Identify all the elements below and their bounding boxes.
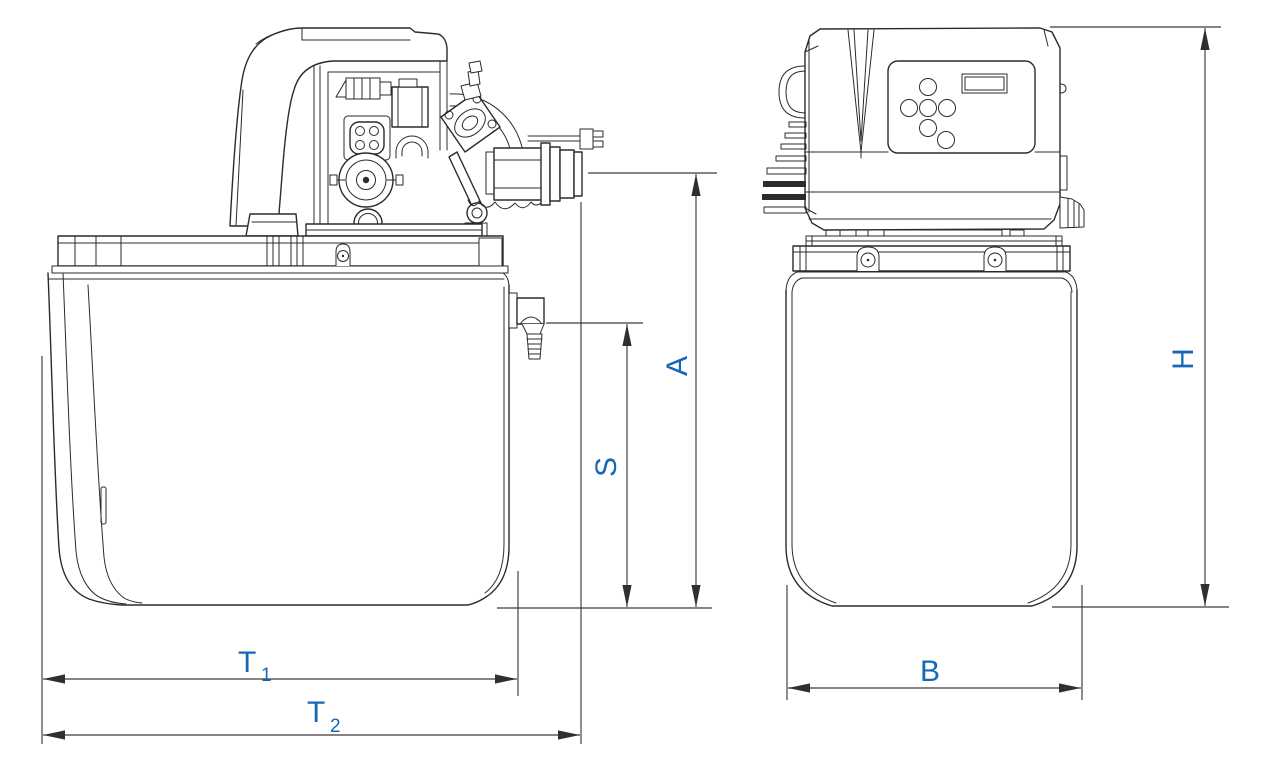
control-button-right bbox=[938, 99, 956, 117]
dimension-label-t2: T bbox=[307, 696, 325, 729]
valve-frame bbox=[313, 33, 448, 227]
dimension-b: B bbox=[786, 585, 1083, 700]
cabinet-rim bbox=[51, 235, 509, 274]
dimension-label-a: A bbox=[661, 356, 694, 376]
dimension-t2: T 2 bbox=[43, 202, 582, 744]
front-view-tank bbox=[785, 271, 1078, 607]
dimensions: A S T 1 T 2 B H bbox=[41, 26, 1229, 744]
valve-base bbox=[805, 229, 1063, 247]
valve-cover-handle bbox=[229, 27, 448, 237]
solenoid bbox=[391, 78, 429, 159]
control-button-extra bbox=[937, 131, 955, 149]
drain-barb-fitting bbox=[1059, 196, 1085, 229]
dimension-a: A bbox=[497, 172, 717, 609]
front-view bbox=[762, 27, 1085, 607]
side-view-valve-assembly bbox=[229, 27, 604, 249]
dimension-label-h: H bbox=[1167, 348, 1200, 370]
display-screen bbox=[961, 73, 1008, 94]
right-side-slot bbox=[1059, 155, 1068, 191]
control-button-center bbox=[919, 99, 937, 117]
injector-knob bbox=[343, 115, 391, 161]
dimension-label-t2-sub: 2 bbox=[330, 716, 341, 737]
tank-flange bbox=[792, 245, 1071, 272]
dimension-t1: T 1 bbox=[41, 356, 519, 744]
control-button-down bbox=[919, 119, 937, 137]
side-view-cabinet bbox=[47, 235, 545, 606]
outlet-fitting bbox=[467, 142, 583, 210]
bypass-valve bbox=[440, 60, 501, 153]
cabinet-body bbox=[47, 272, 510, 606]
dimension-h: H bbox=[1050, 26, 1229, 608]
valve-base-plate bbox=[305, 223, 483, 237]
control-button-left bbox=[900, 99, 918, 117]
sensor-rod bbox=[527, 128, 604, 150]
dimension-label-t1-sub: 1 bbox=[261, 665, 272, 686]
dimension-s: S bbox=[546, 322, 643, 607]
front-view-valve-head bbox=[762, 27, 1085, 247]
connector-pins bbox=[762, 121, 807, 214]
control-panel bbox=[887, 60, 1036, 154]
side-handle-loop bbox=[778, 65, 806, 119]
dimension-label-b: B bbox=[920, 655, 940, 688]
control-button-up bbox=[919, 78, 937, 96]
dimension-label-t1: T bbox=[238, 646, 256, 679]
dimension-label-s: S bbox=[590, 457, 623, 477]
piston-rod bbox=[335, 77, 392, 100]
cam-gear bbox=[329, 152, 404, 208]
right-side-knob bbox=[1059, 83, 1067, 94]
overflow-elbow bbox=[508, 292, 545, 360]
side-view bbox=[47, 27, 604, 606]
